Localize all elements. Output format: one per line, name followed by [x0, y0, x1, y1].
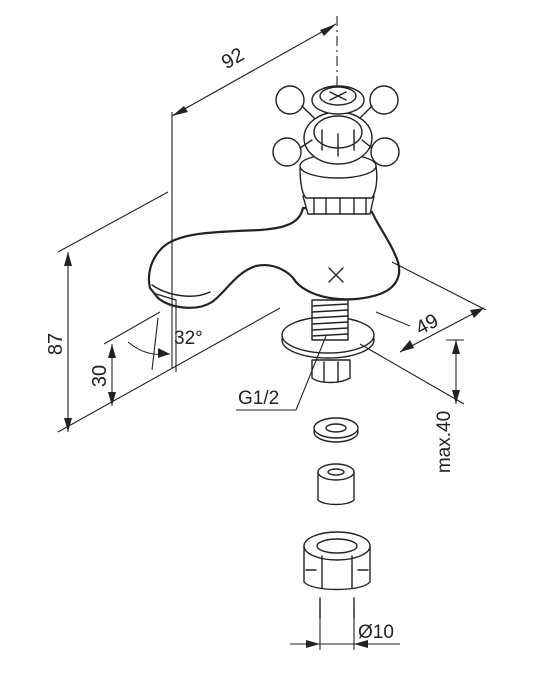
dim-thread: G1/2	[236, 335, 327, 411]
dim-spout-angle-label: 32°	[174, 328, 203, 349]
handle-assembly	[272, 85, 400, 215]
dim-width-top-label: 92	[218, 44, 248, 74]
compression-ferrule	[317, 463, 355, 506]
washer-ring	[313, 417, 359, 443]
dim-height-spout: 30	[89, 311, 161, 406]
threaded-shank	[281, 299, 375, 384]
faucet-body	[147, 206, 401, 309]
dim-thread-label: G1/2	[238, 388, 279, 409]
dim-height-total: 87	[45, 191, 281, 433]
handle-knob-bottom-right	[370, 137, 400, 167]
pipe-end	[319, 597, 355, 619]
compression-nut	[303, 531, 371, 591]
dim-base-offset-label: 49	[412, 310, 442, 340]
dim-pipe-diameter-label: Ø10	[358, 622, 394, 643]
dim-spout-angle: 32°	[127, 300, 203, 372]
dim-pipe-diameter: Ø10	[290, 610, 400, 650]
handle-knob-bottom-left	[272, 137, 302, 167]
handle-knob-top-left	[275, 85, 305, 115]
dim-height-spout-label: 30	[89, 365, 111, 387]
dim-max-thickness: max.40	[359, 339, 465, 473]
handle-knob-top-right	[369, 85, 399, 115]
dim-max-thickness-label: max.40	[434, 411, 455, 473]
dim-height-total-label: 87	[45, 333, 67, 355]
